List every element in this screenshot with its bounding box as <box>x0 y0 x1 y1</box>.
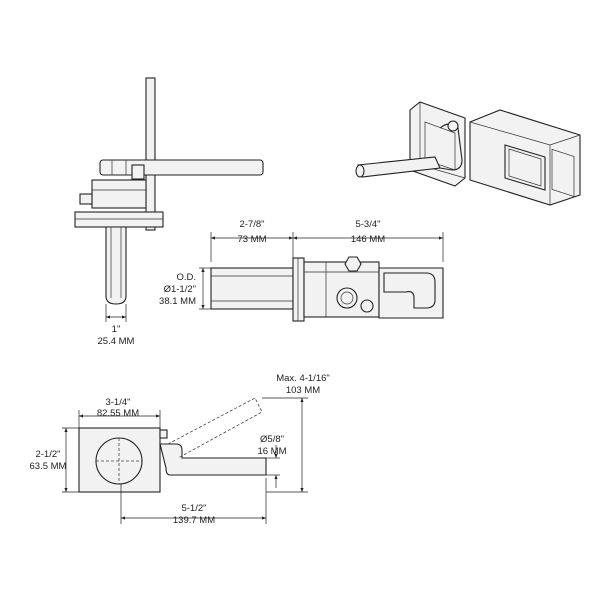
side-horizontal-pin <box>99 159 264 176</box>
front-view: 3-1/4" 82.55 MM 2-1/2" 63.5 MM Max. 4-1/… <box>30 373 330 526</box>
od-in: Ø1-1/2" <box>164 284 196 295</box>
total-len-in: 5-1/2" <box>181 503 206 514</box>
body-len-in: 5-3/4" <box>355 219 380 230</box>
od-label: O.D. <box>176 272 196 283</box>
top-collar-plate <box>292 257 305 322</box>
side-base-plate <box>74 211 164 228</box>
top-slotted-arm <box>378 267 444 319</box>
plate-width-in: 3-1/4" <box>105 397 130 408</box>
pin-dia-mm: 16 MM <box>257 446 286 457</box>
tube-len-in: 2-7/8" <box>239 219 264 230</box>
isometric-view <box>355 101 581 206</box>
top-bolt-hex-icon <box>344 256 362 272</box>
plate-height-in: 2-1/2" <box>35 449 60 460</box>
bar-dia-in: 1" <box>112 324 121 335</box>
iso-frame <box>409 101 466 187</box>
plate-height-mm: 63.5 MM <box>30 461 67 472</box>
side-upright-plate <box>145 77 156 231</box>
side-insert-tube <box>105 226 127 305</box>
side-collar <box>91 179 147 209</box>
bar-dia-mm: 25.4 MM <box>98 336 135 347</box>
side-pin-nut <box>131 164 145 180</box>
side-knob <box>79 193 93 205</box>
body-len-mm: 146 MM <box>351 234 385 245</box>
tube-len-mm: 73 MM <box>237 234 266 245</box>
top-view: 2-7/8" 73 MM 5-3/4" 146 MM O.D. Ø1-1/2" … <box>159 219 444 322</box>
plate-width-mm: 82.55 MM <box>97 408 139 419</box>
side-view: 1" 25.4 MM <box>74 77 264 347</box>
top-insert-tube <box>210 267 294 310</box>
front-pin-angled <box>167 397 263 459</box>
max-mm: 103 MM <box>286 385 320 396</box>
od-mm: 38.1 MM <box>159 296 196 307</box>
top-slot <box>383 272 436 309</box>
top-lock-knob <box>360 299 374 313</box>
front-tab <box>159 429 168 439</box>
total-len-mm: 139.7 MM <box>173 515 215 526</box>
front-pin-straight <box>159 443 267 476</box>
max-label: Max. 4-1/16" <box>276 373 330 384</box>
iso-lock-pin <box>439 123 463 171</box>
top-lock-pin <box>336 287 358 309</box>
iso-bolt-icon <box>447 120 459 132</box>
iso-square-tube <box>469 109 581 206</box>
pin-dia-in: Ø5/8" <box>260 434 284 445</box>
